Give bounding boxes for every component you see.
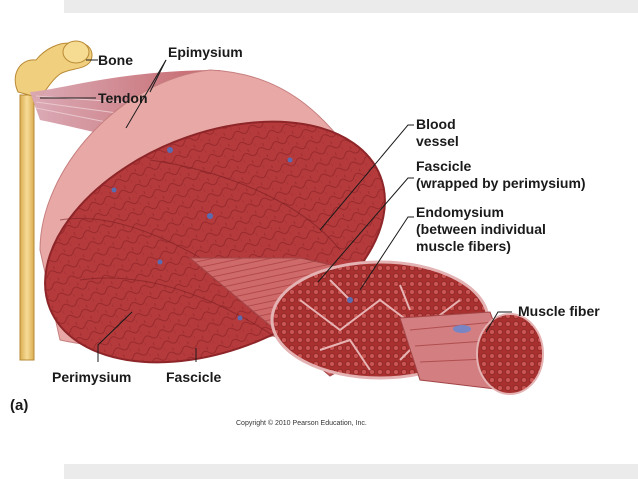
label-muscle-fiber: Muscle fiber: [518, 303, 600, 319]
label-blood-vessel: Blood vessel: [416, 116, 636, 150]
label-tendon: Tendon: [98, 90, 148, 106]
label-endomysium-line-3: muscle fibers): [416, 238, 511, 254]
label-endomysium: Endomysium (between individual muscle fi…: [416, 204, 636, 255]
bone: [14, 40, 93, 361]
label-bone: Bone: [98, 52, 133, 68]
label-fascicle-line-1: Fascicle: [416, 158, 472, 174]
copyright-notice: Copyright © 2010 Pearson Education, Inc.: [236, 420, 367, 427]
label-perimysium: Perimysium: [52, 369, 132, 385]
label-fascicle: Fascicle: [166, 369, 222, 385]
label-blood-vessel-line-2: vessel: [416, 133, 459, 149]
label-blood-vessel-line-1: Blood: [416, 116, 456, 132]
label-endomysium-line-1: Endomysium: [416, 204, 504, 220]
bottom-decorative-bar: [64, 464, 638, 479]
panel-letter: (a): [10, 397, 29, 414]
top-decorative-bar: [64, 0, 638, 13]
label-endomysium-line-2: (between individual: [416, 221, 546, 237]
label-epimysium: Epimysium: [168, 44, 243, 60]
muscle-fiber: [399, 311, 544, 395]
label-fascicle-wrapped: Fascicle (wrapped by perimysium): [416, 158, 636, 192]
leader-lines: [40, 59, 512, 362]
label-fascicle-line-2: (wrapped by perimysium): [416, 175, 586, 191]
